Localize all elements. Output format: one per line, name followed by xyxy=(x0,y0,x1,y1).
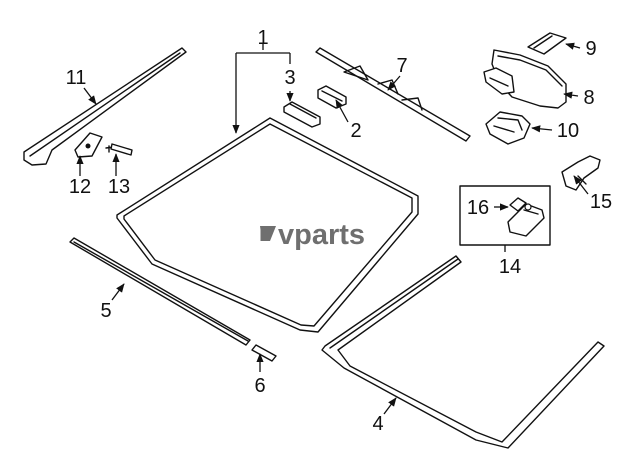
vparts-logo-icon xyxy=(260,226,276,241)
windshield-glass[interactable] xyxy=(116,117,419,333)
rear-view-mirror-part[interactable] xyxy=(483,49,567,109)
callout-8: 8 xyxy=(583,87,594,109)
callout-16: 16 xyxy=(467,197,489,219)
callout-2: 2 xyxy=(350,120,361,142)
primer-part[interactable] xyxy=(509,197,527,212)
watermark-text: vparts xyxy=(278,219,365,251)
clip-part[interactable] xyxy=(317,85,347,109)
callout-9: 9 xyxy=(585,38,596,60)
molding-end-part[interactable] xyxy=(251,344,277,362)
leader-lines xyxy=(76,42,589,415)
callout-10: 10 xyxy=(557,120,579,142)
callout-15: 15 xyxy=(590,191,612,213)
urethane-bottle-part[interactable] xyxy=(507,203,545,237)
vparts-watermark: vparts xyxy=(260,219,365,251)
callout-13: 13 xyxy=(108,176,130,198)
callout-5: 5 xyxy=(100,300,111,322)
callout-7: 7 xyxy=(396,55,407,77)
spacer-part[interactable] xyxy=(283,101,321,128)
mirror-cover-part[interactable] xyxy=(527,32,567,55)
callout-11: 11 xyxy=(66,67,87,89)
callout-4: 4 xyxy=(372,413,383,435)
callout-3: 3 xyxy=(284,67,295,89)
screw-part[interactable] xyxy=(105,143,133,156)
lower-molding-part[interactable] xyxy=(321,255,605,449)
retainer-part[interactable] xyxy=(74,132,103,158)
callout-1: 1 xyxy=(257,27,268,49)
side-molding-part[interactable] xyxy=(69,237,251,346)
wiper-blade-part[interactable] xyxy=(315,47,471,142)
callout-6: 6 xyxy=(254,375,265,397)
pillar-molding-part[interactable] xyxy=(23,47,187,166)
callout-12: 12 xyxy=(69,176,91,198)
sensor-bracket-part[interactable] xyxy=(485,111,531,145)
callout-14: 14 xyxy=(499,256,521,278)
callout-labels: 1 3 2 7 11 12 13 5 6 4 9 8 10 16 15 14 xyxy=(66,27,613,435)
